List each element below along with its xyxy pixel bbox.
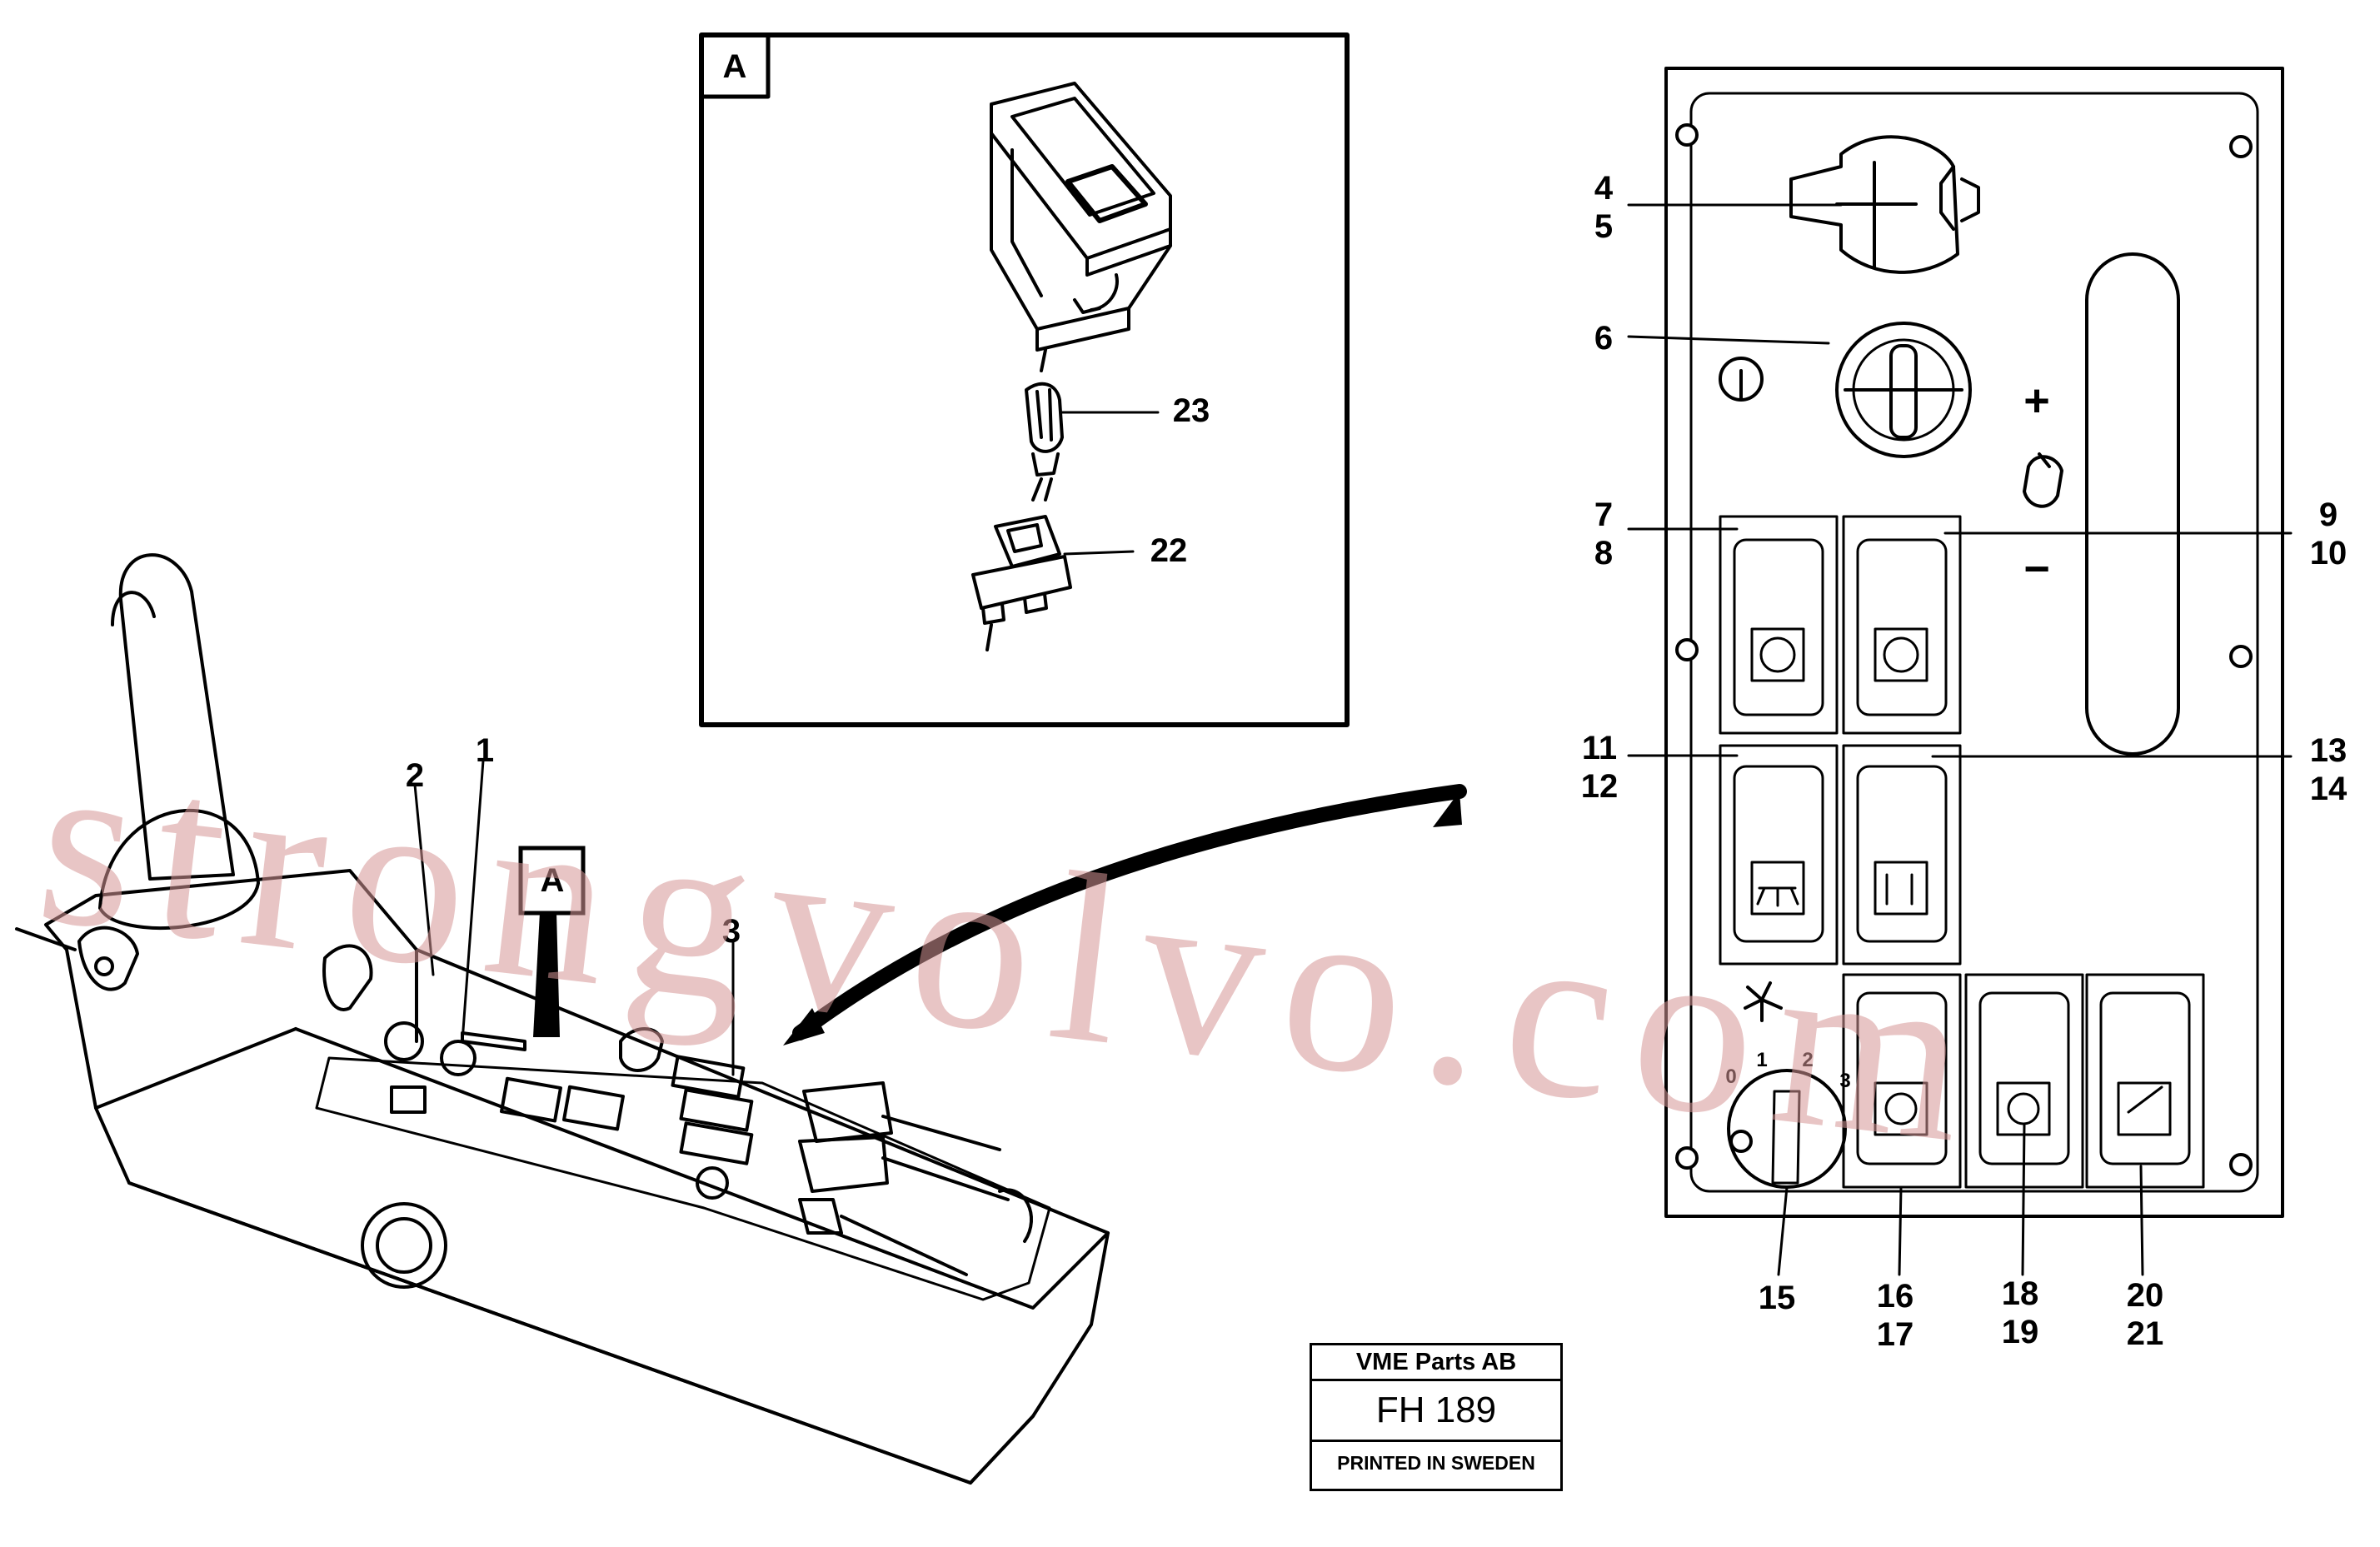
- callout-16: 16: [1876, 1278, 1914, 1315]
- callout-13: 13: [2309, 732, 2348, 769]
- callout-1-n: 1: [475, 732, 495, 769]
- callout-10: 10: [2309, 535, 2348, 571]
- callout-20: 20: [2126, 1277, 2164, 1314]
- callout-17: 17: [1876, 1316, 1914, 1353]
- panel-plus-sign: +: [2023, 376, 2050, 426]
- callout-4: 4: [1594, 170, 1614, 207]
- inset-frame-a: [699, 32, 1350, 727]
- title-company: VME Parts AB: [1312, 1345, 1560, 1381]
- callout-12: 12: [1580, 768, 1619, 805]
- callout-15: 15: [1748, 1279, 1806, 1317]
- callout-6-n: 6: [1594, 320, 1614, 357]
- inset-a-label: A: [705, 40, 765, 93]
- title-drawing-number: FH 189: [1312, 1381, 1560, 1442]
- callout-6: 6: [1583, 319, 1624, 357]
- panel-leaders: [1627, 203, 2293, 1276]
- callout-19: 19: [2001, 1314, 2039, 1350]
- callout-5: 5: [1594, 208, 1614, 245]
- callout-18: 18: [2001, 1275, 2039, 1312]
- title-block: VME Parts AB FH 189 PRINTED IN SWEDEN: [1310, 1343, 1563, 1491]
- callout-22: 22: [1140, 531, 1198, 570]
- callout-7: 7: [1594, 497, 1614, 533]
- dial-tick-1: 1: [1756, 1049, 1768, 1071]
- pointer-a-label: A: [525, 851, 580, 910]
- callout-15-n: 15: [1758, 1280, 1796, 1316]
- dial-tick-0: 0: [1725, 1065, 1737, 1088]
- callout-3-n: 3: [721, 913, 741, 950]
- callout-1: 1: [468, 731, 501, 770]
- inset-frame-a-tag: [699, 32, 771, 99]
- callout-23: 23: [1162, 392, 1220, 430]
- callout-23-n: 23: [1172, 392, 1210, 429]
- callout-11: 11: [1581, 730, 1618, 766]
- callout-22-n: 22: [1150, 532, 1188, 569]
- clip-part-23-drawing: [1025, 382, 1064, 502]
- callout-21: 21: [2126, 1315, 2164, 1352]
- rocker-switch-drawing: [990, 82, 1172, 372]
- dial-tick-2: 2: [1802, 1049, 1814, 1071]
- console-drawing: [15, 553, 1110, 1485]
- callout-2-n: 2: [405, 757, 425, 794]
- callout-8: 8: [1594, 535, 1614, 571]
- panel-minus-sign: −: [2023, 544, 2050, 594]
- callout-3: 3: [715, 912, 748, 951]
- callout-14: 14: [2309, 771, 2348, 807]
- callout-2: 2: [398, 756, 432, 795]
- dial-tick-3: 3: [1839, 1070, 1851, 1092]
- callout-9: 9: [2318, 497, 2338, 533]
- connector-part-22-drawing: [971, 515, 1072, 651]
- title-printed: PRINTED IN SWEDEN: [1337, 1452, 1535, 1474]
- pointer-arrow: [792, 784, 1467, 1040]
